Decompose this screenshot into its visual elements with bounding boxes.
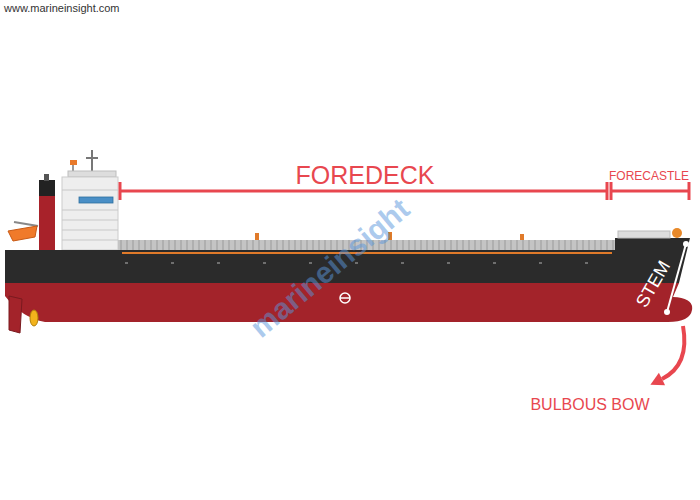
bridge-roof — [68, 171, 116, 177]
deck-fitting — [255, 233, 259, 240]
hull-emblem — [340, 297, 350, 299]
lifeboat — [8, 226, 37, 241]
forecastle-dome — [672, 228, 682, 238]
davit — [14, 222, 38, 226]
part-name: BULBOUS BOW — [530, 397, 649, 413]
pointer-arrow — [662, 326, 684, 379]
website-url: www.marineinsight.com — [4, 3, 120, 14]
stem-dot — [664, 309, 670, 315]
part-name: FORECASTLE — [609, 170, 689, 182]
stem-line — [667, 244, 686, 312]
dimension-tick — [688, 182, 691, 200]
deck-line — [62, 230, 118, 231]
radar — [70, 160, 77, 165]
bridge-windows — [79, 197, 113, 203]
hull-emblem — [340, 293, 350, 303]
deck-line — [62, 190, 118, 191]
arrow-head — [650, 373, 665, 386]
dimension-line — [120, 190, 607, 193]
hull-frames — [118, 262, 615, 268]
part-name: FOREDECK — [296, 163, 435, 188]
part-name: STEM — [633, 258, 674, 310]
superstructure — [62, 177, 118, 250]
propeller — [30, 310, 38, 326]
stem-dot — [683, 241, 689, 247]
deck-line — [62, 240, 118, 241]
dimension-line — [611, 190, 689, 193]
hull-bottom — [5, 283, 692, 322]
deck-line — [62, 220, 118, 221]
watermark: marineinsight — [245, 193, 415, 342]
forecastle-equipment — [618, 231, 670, 238]
mast — [91, 150, 93, 172]
mast-yard — [86, 157, 98, 159]
rudder — [9, 296, 22, 333]
dimension-tick — [119, 182, 122, 200]
funnel — [39, 196, 55, 250]
dimension-tick — [606, 182, 609, 200]
funnel-top — [39, 180, 55, 196]
funnel-pipe — [44, 174, 49, 181]
deck-fitting — [520, 234, 524, 240]
deck-line — [62, 210, 118, 211]
